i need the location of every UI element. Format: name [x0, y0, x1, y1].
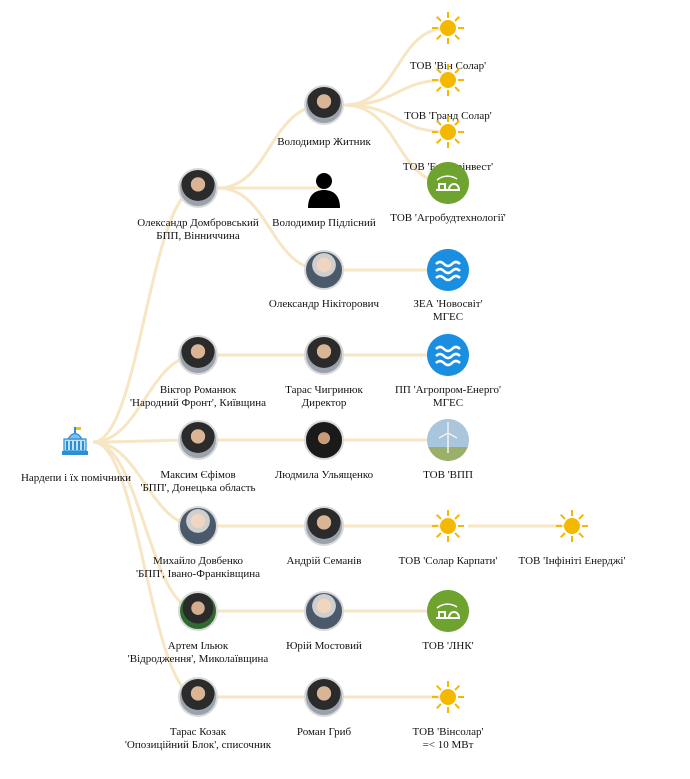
company-sub: =< 10 МВт — [422, 739, 474, 751]
sun-icon — [432, 681, 464, 713]
assistant-name: Тарас Чигринюк — [285, 384, 363, 396]
assistant-photo — [304, 250, 344, 290]
company-name: ПП 'Агропром-Енерго' — [394, 384, 502, 396]
assistant-name: Юрій Мостовий — [286, 640, 362, 652]
deputy-name: Артем Ільюк — [167, 640, 229, 652]
deputy-photo — [178, 506, 218, 546]
company-sub: МГЕС — [432, 311, 464, 323]
company-name: ТОВ 'Вінсолар' — [412, 726, 484, 738]
assistant-name: Андрій Семанів — [286, 555, 362, 567]
sun-icon — [432, 510, 464, 542]
water-icon — [427, 249, 469, 291]
company-sub: МГЕС — [432, 397, 464, 409]
sun-icon — [432, 64, 464, 96]
deputy-name: Михайло Довбенко — [152, 555, 244, 567]
company-name: ТОВ 'Агробудтехнології' — [390, 212, 506, 224]
biogas-icon — [427, 162, 469, 204]
biogas-icon — [427, 590, 469, 632]
parliament-icon — [62, 427, 88, 455]
deputy-name: Максим Єфімов — [160, 469, 236, 481]
company-name: ТОВ 'ВПП — [423, 469, 473, 481]
company-name: ТОВ 'Інфініті Енерджі' — [518, 555, 626, 567]
assistant-photo — [304, 506, 344, 546]
sun-icon — [432, 116, 464, 148]
assistant-role: Директор — [301, 397, 347, 409]
link-a0-c2 — [343, 103, 449, 134]
company-name: ТОВ 'ЛНК' — [422, 640, 474, 652]
deputy-party: 'Народний Фронт', Київщина — [130, 397, 266, 409]
deputy-name: Олександр Домбровський — [137, 217, 259, 229]
assistant-name: Володимир Підлісний — [272, 217, 376, 229]
link-root-d0 — [92, 186, 199, 444]
assistant-name: Олександр Нікіторович — [268, 298, 380, 310]
company-name: ЗЕА 'Новосвіт' — [413, 298, 483, 310]
deputy-party: БПП, Вінниччина — [156, 230, 240, 242]
assistant-name: Роман Гриб — [296, 726, 352, 738]
deputy-party: 'БПП', Івано-Франківщина — [136, 568, 260, 580]
assistant-name: Людмила Ульященко — [274, 469, 374, 481]
deputy-photo — [178, 168, 218, 208]
deputy-photo — [178, 591, 218, 631]
assistant-name: Володимир Житник — [277, 136, 371, 148]
deputy-name: Тарас Козак — [169, 726, 227, 738]
company-name: ТОВ 'Солар Карпати' — [398, 555, 498, 567]
root-label: Нардепи і їх помічники — [20, 472, 132, 484]
deputy-party: 'БПП', Донецька область — [140, 482, 256, 494]
assistant-photo — [304, 85, 344, 125]
assistant-photo — [304, 335, 344, 375]
assistant-photo — [304, 677, 344, 717]
wind-turbine-icon — [427, 419, 469, 461]
deputy-photo — [178, 677, 218, 717]
deputy-name: Віктор Романюк — [159, 384, 237, 396]
assistant-photo — [304, 420, 344, 460]
deputy-photo — [178, 420, 218, 460]
link-a0-c0 — [343, 26, 449, 107]
deputy-party: 'Відродження', Миколаївщина — [127, 653, 269, 665]
deputy-party: 'Опозиційний Блок', списочник — [124, 739, 272, 751]
sun-icon — [432, 12, 464, 44]
water-icon — [427, 334, 469, 376]
deputy-photo — [178, 335, 218, 375]
sun-icon — [556, 510, 588, 542]
assistant-photo — [304, 591, 344, 631]
person-silhouette-icon — [308, 173, 340, 208]
